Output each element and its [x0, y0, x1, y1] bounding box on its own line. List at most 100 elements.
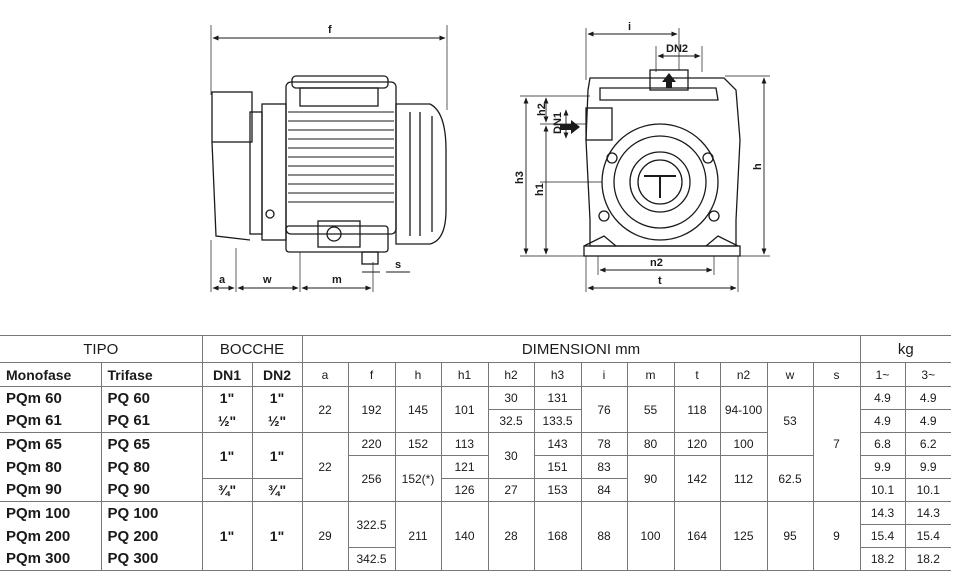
table-row: PQm 61 PQ 61 ½" ½" 32.5 133.5 4.9 4.9 [0, 409, 951, 433]
cell-h1: 101 [440, 386, 489, 433]
cell-kg3: 6.2 [904, 432, 951, 456]
pump-drawings-svg: f a w m s i DN2 h2 DN1 h3 h1 h n2 t [210, 21, 770, 292]
model-monofase: PQm 65 [0, 432, 102, 456]
cell-h: 145 [394, 386, 442, 433]
model-trifase: PQ 65 [100, 432, 203, 456]
cell-h3: 143 [533, 432, 582, 456]
header-bocche: BOCCHE [201, 335, 303, 363]
header-kg: kg [859, 335, 951, 363]
model-trifase: PQ 61 [100, 409, 203, 433]
cell-i: 76 [580, 386, 628, 433]
cell-t: 120 [673, 432, 721, 456]
cell-h: 152 [394, 432, 442, 456]
cell-dn2: ½" [251, 409, 303, 433]
cell-m: 55 [626, 386, 675, 433]
cell-s: 7 [812, 386, 861, 502]
cell-i: 84 [580, 478, 628, 502]
cell-s: 9 [812, 501, 861, 571]
cell-h2: 32.5 [487, 409, 535, 433]
dim-label-dn2: DN2 [666, 43, 688, 55]
cell-h: 152(*) [394, 455, 442, 502]
dim-label-n2: n2 [650, 257, 663, 269]
cell-kg1: 18.2 [859, 547, 906, 571]
subheader-monofase: Monofase [0, 362, 102, 387]
cell-h1: 126 [440, 478, 489, 502]
subheader-t: t [673, 362, 721, 387]
cell-n2: 125 [719, 501, 768, 571]
cell-dn2: 1" [251, 501, 303, 571]
cell-dn2: 1" [251, 386, 303, 410]
cell-kg1: 4.9 [859, 409, 906, 433]
cell-dn2: ¾" [251, 478, 303, 502]
cell-n2: 94-100 [719, 386, 768, 433]
pump-side-view [210, 25, 448, 292]
cell-m: 80 [626, 432, 675, 456]
cell-kg3: 14.3 [904, 501, 951, 525]
cell-dn1: ½" [201, 409, 253, 433]
cell-h3: 133.5 [533, 409, 582, 433]
cell-kg3: 4.9 [904, 386, 951, 410]
cell-kg1: 6.8 [859, 432, 906, 456]
dim-label-a: a [219, 274, 226, 286]
subheader-dn2: DN2 [251, 362, 303, 387]
cell-w: 53 [766, 386, 814, 456]
table-row: PQm 300 PQ 300 342.5 18.2 18.2 [0, 547, 951, 571]
subheader-dn1: DN1 [201, 362, 253, 387]
cell-kg1: 15.4 [859, 524, 906, 548]
dim-label-s: s [395, 259, 401, 271]
cell-kg1: 9.9 [859, 455, 906, 479]
cell-a: 22 [301, 386, 349, 433]
cell-m: 100 [626, 501, 675, 571]
cell-n2: 100 [719, 432, 768, 456]
table-row: PQm 80 PQ 80 256 152(*) 121 151 83 90 14… [0, 455, 951, 502]
subheader-h2: h2 [487, 362, 535, 387]
dim-label-i: i [628, 21, 631, 33]
cell-f: 220 [347, 432, 396, 456]
cell-f: 192 [347, 386, 396, 433]
dim-label-h3: h3 [514, 171, 526, 184]
pump-front-view [520, 28, 770, 292]
dimensions-table: TIPO BOCCHE DIMENSIONI mm kg Monofase Tr… [0, 335, 951, 571]
cell-kg1: 4.9 [859, 386, 906, 410]
cell-h1: 121 [440, 455, 489, 479]
model-monofase: PQm 61 [0, 409, 102, 433]
subheader-m: m [626, 362, 675, 387]
cell-kg1: 14.3 [859, 501, 906, 525]
cell-dn1: 1" [201, 501, 253, 571]
model-trifase: PQ 300 [100, 547, 203, 571]
cell-h: 211 [394, 501, 442, 571]
model-monofase: PQm 60 [0, 386, 102, 410]
cell-h3: 168 [533, 501, 582, 571]
model-monofase: PQm 300 [0, 547, 102, 571]
model-trifase: PQ 200 [100, 524, 203, 548]
table-row: PQm 100 PQ 100 1" 1" 29 322.5 211 140 28… [0, 501, 951, 571]
header-dimensioni: DIMENSIONI mm [301, 335, 861, 363]
subheader-n2: n2 [719, 362, 768, 387]
technical-drawing: f a w m s i DN2 h2 DN1 h3 h1 h n2 t [210, 21, 770, 292]
subheader-w: w [766, 362, 814, 387]
model-trifase: PQ 90 [100, 478, 203, 502]
cell-kg3: 4.9 [904, 409, 951, 433]
dim-label-dn1: DN1 [552, 112, 564, 134]
subheader-kg1: 1~ [859, 362, 906, 387]
cell-h2: 30 [487, 386, 535, 410]
table-row: PQm 90 PQ 90 ¾" ¾" 126 27 153 84 10.1 10… [0, 478, 951, 502]
cell-dn1: ¾" [201, 478, 253, 502]
cell-h1: 113 [440, 432, 489, 456]
cell-a: 22 [301, 432, 349, 502]
dim-label-h2: h2 [536, 103, 548, 116]
cell-h3: 131 [533, 386, 582, 410]
model-trifase: PQ 100 [100, 501, 203, 525]
model-monofase: PQm 100 [0, 501, 102, 525]
cell-n2: 112 [719, 455, 768, 502]
subheader-h1: h1 [440, 362, 489, 387]
dim-label-m: m [332, 274, 342, 286]
cell-t: 142 [673, 455, 721, 502]
dim-label-h1: h1 [534, 183, 546, 196]
subheader-f: f [347, 362, 396, 387]
table-header-group-row: TIPO BOCCHE DIMENSIONI mm kg [0, 335, 951, 363]
cell-i: 78 [580, 432, 628, 456]
cell-i: 83 [580, 455, 628, 479]
cell-h3: 151 [533, 455, 582, 479]
cell-f: 256 [347, 455, 396, 502]
